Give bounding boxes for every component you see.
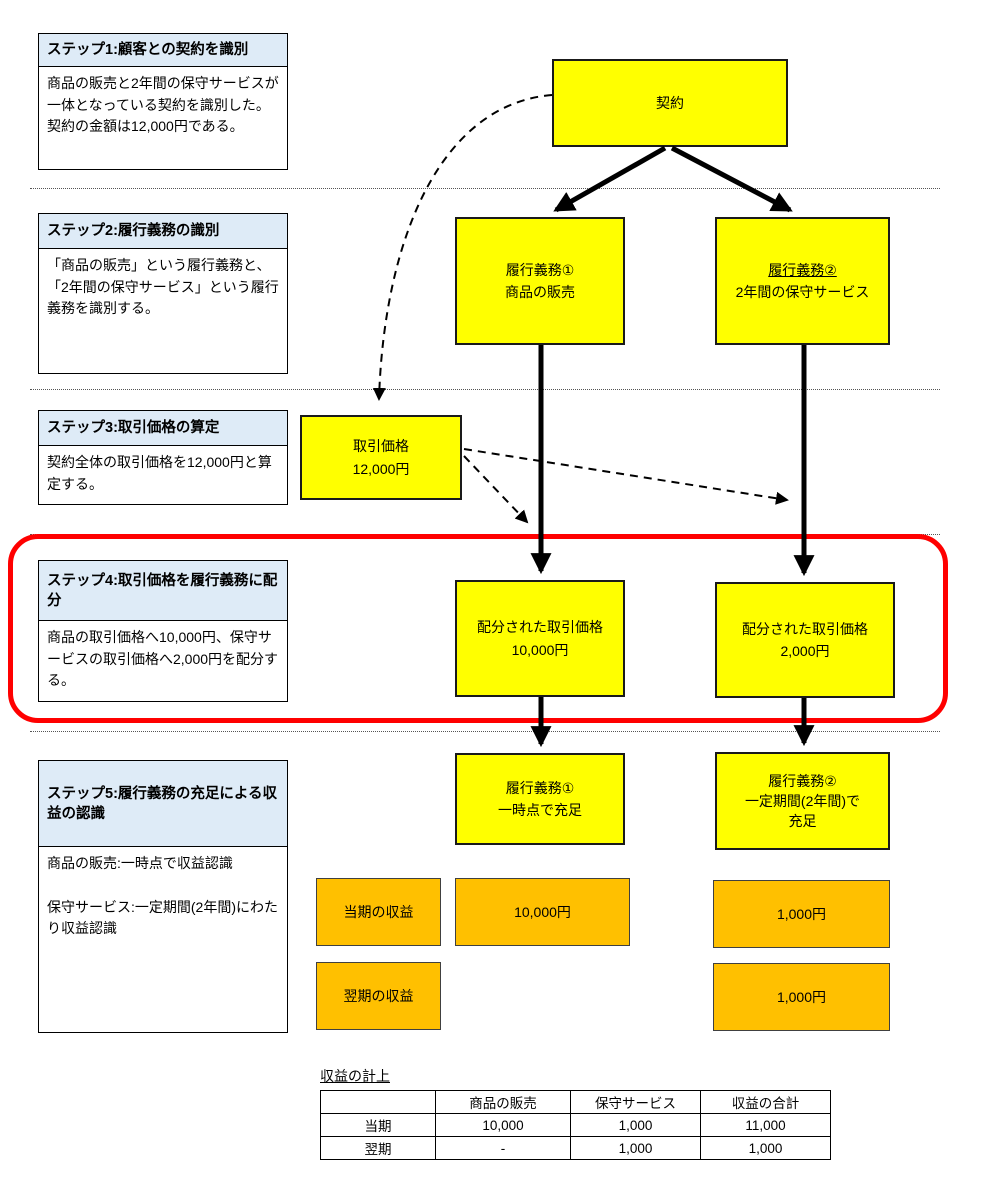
step2-description: 「商品の販売」という履行義務と、「2年間の保守サービス」という履行義務を識別する… xyxy=(47,257,279,317)
transaction-price-box: 取引価格 12,000円 xyxy=(300,415,462,500)
revenue-table-header-row: 商品の販売 保守サービス 収益の合計 xyxy=(320,1090,831,1114)
step1-title: ステップ1:顧客との契約を識別 xyxy=(39,34,287,67)
fulfill1-line2: 一時点で充足 xyxy=(498,802,582,818)
obligation2-line1: 履行義務② xyxy=(768,261,837,278)
row-next-goods: - xyxy=(435,1136,571,1160)
fulfill2-line3: 充足 xyxy=(788,813,817,830)
fulfill2-box: 履行義務② 一定期間(2年間)で 充足 xyxy=(715,752,890,850)
current-goods-revenue-box: 10,000円 xyxy=(455,878,630,946)
revenue-table: 商品の販売 保守サービス 収益の合計 当期 10,000 1,000 11,00… xyxy=(320,1090,831,1160)
current-goods-revenue: 10,000円 xyxy=(514,904,571,920)
transaction-price-line2: 12,000円 xyxy=(352,460,410,477)
current-period-label: 当期の収益 xyxy=(343,904,414,920)
fulfill2-line1: 履行義務② xyxy=(768,772,837,789)
dashed-arrow-price-to-allocated1 xyxy=(463,455,529,524)
obligation1-line2: 商品の販売 xyxy=(505,284,575,300)
step3-box: ステップ3:取引価格の算定 契約全体の取引価格を12,000円と算定する。 xyxy=(38,410,288,505)
row-next-total: 1,000 xyxy=(700,1136,831,1160)
step3-title: ステップ3:取引価格の算定 xyxy=(39,411,287,446)
allocated-price1-line2: 10,000円 xyxy=(511,641,569,658)
contract-box: 契約 xyxy=(552,59,788,147)
obligation2-line2: 2年間の保守サービス xyxy=(735,284,870,300)
row-next-label: 翌期 xyxy=(320,1136,436,1160)
section-divider-1 xyxy=(30,188,940,189)
next-period-label-box: 翌期の収益 xyxy=(316,962,441,1030)
allocated-price2-line1: 配分された取引価格 xyxy=(742,620,868,637)
step1-description: 商品の販売と2年間の保守サービスが一体となっている契約を識別した。契約の金額は1… xyxy=(47,75,279,135)
row-current-goods: 10,000 xyxy=(435,1113,571,1137)
header-blank xyxy=(320,1090,436,1114)
current-service-revenue: 1,000円 xyxy=(776,906,827,922)
obligation1-box: 履行義務① 商品の販売 xyxy=(455,217,625,345)
section-divider-4 xyxy=(30,731,940,732)
header-goods: 商品の販売 xyxy=(435,1090,571,1114)
step4-box: ステップ4:取引価格を履行義務に配分 商品の取引価格へ10,000円、保守サービ… xyxy=(38,560,288,702)
transaction-price-line1: 取引価格 xyxy=(353,438,409,455)
revenue-table-title: 収益の計上 xyxy=(320,1068,390,1084)
obligation2-box: 履行義務② 2年間の保守サービス xyxy=(715,217,890,345)
current-period-label-box: 当期の収益 xyxy=(316,878,441,946)
next-service-revenue-box: 1,000円 xyxy=(713,963,890,1031)
table-row: 当期 10,000 1,000 11,000 xyxy=(320,1113,831,1137)
next-period-label: 翌期の収益 xyxy=(343,988,414,1004)
step5-box: ステップ5:履行義務の充足による収益の認識 商品の販売:一時点で収益認識 保守サ… xyxy=(38,760,288,1033)
obligation1-line1: 履行義務① xyxy=(505,261,575,278)
arrow-contract-to-obligation1 xyxy=(553,145,667,213)
header-total: 収益の合計 xyxy=(700,1090,831,1114)
allocated-price1-line1: 配分された取引価格 xyxy=(477,619,603,636)
table-row: 翌期 - 1,000 1,000 xyxy=(320,1136,831,1160)
step2-box: ステップ2:履行義務の識別 「商品の販売」という履行義務と、「2年間の保守サービ… xyxy=(38,213,288,374)
step5-description-service: 保守サービス:一定期間(2年間)にわたり収益認識 xyxy=(47,898,278,937)
allocated-price2-box: 配分された取引価格 2,000円 xyxy=(715,582,895,698)
step5-title: ステップ5:履行義務の充足による収益の認識 xyxy=(39,761,287,847)
header-service: 保守サービス xyxy=(570,1090,701,1114)
arrow-contract-to-obligation2 xyxy=(670,145,793,213)
dashed-arrow-price-to-allocated2 xyxy=(463,448,789,505)
row-current-label: 当期 xyxy=(320,1113,436,1137)
step4-highlight-outline xyxy=(8,534,948,723)
step1-box: ステップ1:顧客との契約を識別 商品の販売と2年間の保守サービスが一体となってい… xyxy=(38,33,288,170)
section-divider-2 xyxy=(30,389,940,390)
step2-title: ステップ2:履行義務の識別 xyxy=(39,214,287,249)
allocated-price1-box: 配分された取引価格 10,000円 xyxy=(455,580,625,697)
row-next-service: 1,000 xyxy=(570,1136,701,1160)
step4-description: 商品の取引価格へ10,000円、保守サービスの取引価格へ2,000円を配分する。 xyxy=(47,629,279,689)
step3-description: 契約全体の取引価格を12,000円と算定する。 xyxy=(47,454,272,492)
contract-label: 契約 xyxy=(656,94,684,111)
current-service-revenue-box: 1,000円 xyxy=(713,880,890,948)
step5-description-goods: 商品の販売:一時点で収益認識 xyxy=(47,855,233,871)
step4-title: ステップ4:取引価格を履行義務に配分 xyxy=(39,561,287,621)
row-current-total: 11,000 xyxy=(700,1113,831,1137)
allocated-price2-line2: 2,000円 xyxy=(780,643,830,659)
fulfill1-line1: 履行義務① xyxy=(505,779,575,796)
fulfill1-box: 履行義務① 一時点で充足 xyxy=(455,753,625,845)
revenue-summary: 収益の計上 商品の販売 保守サービス 収益の合計 当期 10,000 1,000… xyxy=(320,1066,840,1160)
row-current-service: 1,000 xyxy=(570,1113,701,1137)
next-service-revenue: 1,000円 xyxy=(776,989,827,1005)
fulfill2-line2: 一定期間(2年間)で xyxy=(744,792,861,809)
